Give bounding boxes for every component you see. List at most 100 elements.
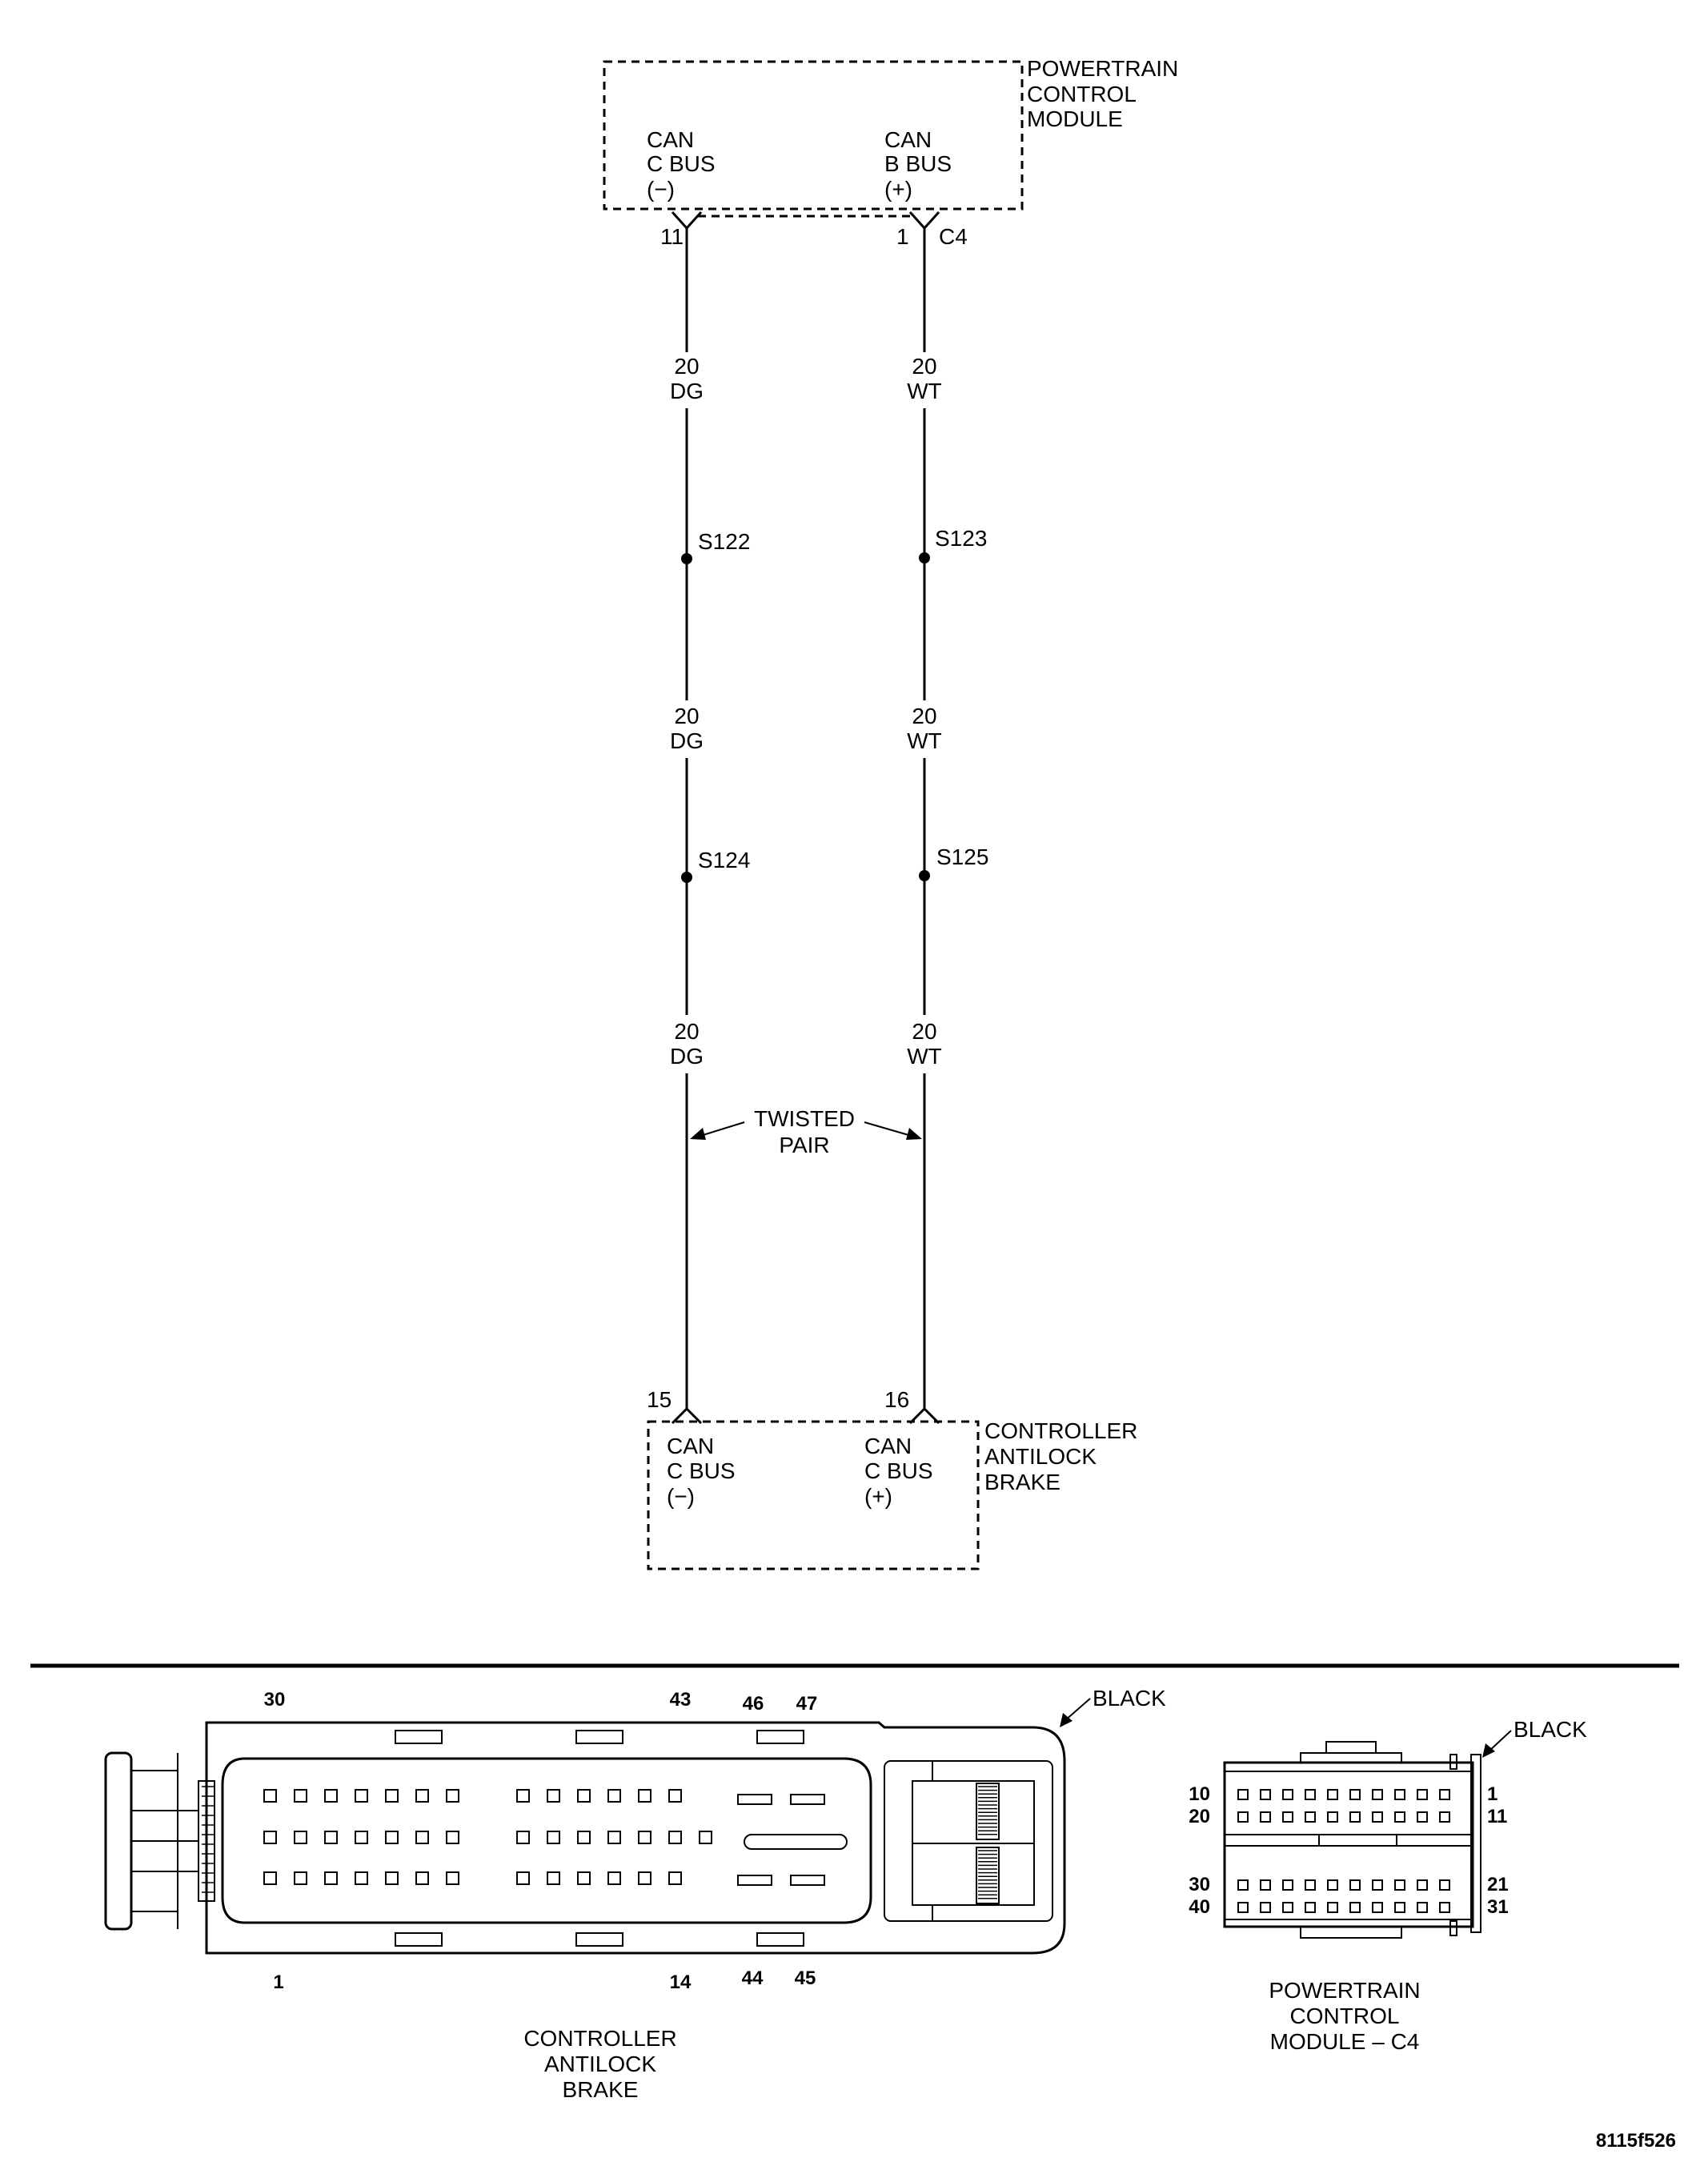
pcm-c4-pin-cavity <box>1417 1879 1428 1891</box>
abs-name-line2: ANTILOCK <box>984 1444 1097 1469</box>
pcm-c4-pin-cavity <box>1327 1902 1338 1913</box>
pcm-c4-pin-cavity <box>1305 1902 1316 1913</box>
pcm-c4-pin-cavity <box>1417 1811 1428 1823</box>
abs-connector-cavity <box>221 1757 872 1924</box>
pcm-c4-pin-cavity <box>1394 1879 1405 1891</box>
abs-connector-shell <box>205 1721 1066 1955</box>
pcm-c4-pin-cavity <box>1282 1789 1293 1800</box>
abs-pin-cavity <box>355 1789 368 1803</box>
pcm-right-pin-label-1: CAN <box>884 127 932 152</box>
pcm-c4-color-leader <box>1488 1730 1512 1752</box>
abs-pin-cavity <box>547 1871 560 1885</box>
pcm-right-pin-label-2: B BUS <box>884 151 952 176</box>
abs-right-pin-label-2: C BUS <box>864 1458 933 1483</box>
pcm-c4-pin-cavity <box>1282 1902 1293 1913</box>
abs-connector-pin-30: 30 <box>264 1689 286 1711</box>
pcm-c4-side-tab-bottom <box>1449 1920 1457 1936</box>
abs-connector-caption-3: BRAKE <box>563 2077 639 2102</box>
pcm-module-box <box>603 60 1024 211</box>
abs-cavity-16: 16 <box>884 1387 909 1412</box>
abs-pin-cavity <box>263 1831 277 1844</box>
pcm-c4-latch-top <box>1300 1752 1402 1763</box>
wire-wt-color-3: WT <box>907 1044 942 1069</box>
pcm-terminal-1-icon <box>908 211 940 231</box>
pcm-c4-connector-view <box>1223 1741 1481 1939</box>
abs-name-line3: BRAKE <box>984 1470 1060 1494</box>
abs-pin-cavity <box>607 1789 621 1803</box>
abs-right-pin-label-3: (+) <box>864 1484 892 1509</box>
splice-s124-icon <box>681 872 692 883</box>
pcm-c4-pin-11: 11 <box>1487 1806 1507 1827</box>
abs-pin-cavity <box>385 1871 399 1885</box>
abs-cavity-15: 15 <box>647 1387 672 1412</box>
pcm-cavity-1: 1 <box>896 224 909 249</box>
pcm-c4-pin-cavity <box>1439 1902 1450 1913</box>
abs-blade-45 <box>790 1875 825 1886</box>
abs-pin-cavity <box>446 1831 459 1844</box>
abs-connector-pin-47: 47 <box>796 1693 818 1715</box>
abs-lock-lever <box>884 1760 1053 1922</box>
abs-pin-cavity <box>577 1789 591 1803</box>
pcm-c4-pin-cavity <box>1260 1811 1271 1823</box>
pcm-c4-pin-cavity <box>1349 1789 1361 1800</box>
abs-blade-46 <box>737 1794 772 1805</box>
pcm-name-line3: MODULE <box>1027 106 1123 131</box>
pcm-c4-pin-cavity <box>1349 1811 1361 1823</box>
pcm-c4-pin-cavity <box>1282 1879 1293 1891</box>
abs-left-pin-label-1: CAN <box>667 1434 714 1458</box>
abs-pin-cavity <box>577 1831 591 1844</box>
pcm-c4-caption-3: MODULE – C4 <box>1270 2029 1420 2054</box>
pcm-c4-pin-cavity <box>1237 1811 1249 1823</box>
abs-pin-cavity <box>668 1789 682 1803</box>
pcm-c4-pin-21: 21 <box>1487 1874 1509 1895</box>
abs-pin-cavity <box>668 1831 682 1844</box>
arrowhead-left-icon <box>690 1128 706 1140</box>
wire-wt-gauge-1: 20 <box>912 354 936 379</box>
abs-color-leader <box>1064 1698 1091 1722</box>
splice-s124-label: S124 <box>698 848 750 872</box>
pcm-c4-pin-cavity <box>1417 1902 1428 1913</box>
abs-pin-cavity <box>385 1789 399 1803</box>
pcm-c4-pin-cavity <box>1372 1879 1383 1891</box>
pcm-c4-pin-cavity <box>1305 1789 1316 1800</box>
abs-pin-cavity <box>415 1871 429 1885</box>
splice-s125-icon <box>919 870 930 881</box>
abs-pin-cavity <box>263 1871 277 1885</box>
abs-pin-cavity <box>516 1871 530 1885</box>
abs-lock-ribs <box>978 1786 997 1899</box>
abs-latch-top-3 <box>756 1730 804 1744</box>
abs-pin-grid <box>263 1789 712 1885</box>
abs-pin-cavity <box>547 1789 560 1803</box>
abs-pin-cavity <box>607 1871 621 1885</box>
pcm-c4-pin-cavity <box>1417 1789 1428 1800</box>
abs-pin-cavity <box>385 1831 399 1844</box>
abs-pin-cavity <box>294 1789 307 1803</box>
pcm-left-pin-label-2: C BUS <box>647 151 716 176</box>
pcm-c4-pin-cavity <box>1349 1902 1361 1913</box>
abs-connector-plug <box>104 1751 133 1931</box>
pcm-c4-pin-10: 10 <box>1189 1783 1210 1805</box>
pcm-c4-pin-31: 31 <box>1487 1896 1509 1918</box>
abs-latch-bottom-2 <box>575 1932 623 1947</box>
twisted-pair-label-2: PAIR <box>779 1133 829 1157</box>
pcm-c4-pin-cavity <box>1372 1789 1383 1800</box>
pcm-c4-pin-cavity <box>1282 1811 1293 1823</box>
pcm-c4-connector-color: BLACK <box>1514 1717 1587 1742</box>
pcm-c4-pin-cavity <box>1394 1902 1405 1913</box>
abs-pin-cavity <box>415 1831 429 1844</box>
wire-dg-color-1: DG <box>670 379 704 403</box>
abs-color-arrowhead-icon <box>1060 1713 1073 1727</box>
wire-dg-gauge-3: 20 <box>674 1019 699 1044</box>
abs-lock-ribs-bottom <box>976 1847 1000 1904</box>
pcm-c4-pin-40: 40 <box>1189 1896 1210 1918</box>
abs-connector-caption-2: ANTILOCK <box>544 2052 656 2076</box>
pcm-c4-pin-grid <box>1237 1789 1450 1913</box>
abs-pin-cavity <box>324 1789 338 1803</box>
pcm-c4-pin-cavity <box>1394 1811 1405 1823</box>
arrowhead-right-icon <box>906 1128 922 1140</box>
pcm-c4-pin-cavity <box>1372 1811 1383 1823</box>
pcm-c4-pin-cavity <box>1260 1902 1271 1913</box>
wire-dg-color-2: DG <box>670 728 704 753</box>
pcm-cavity-11: 11 <box>660 224 684 249</box>
